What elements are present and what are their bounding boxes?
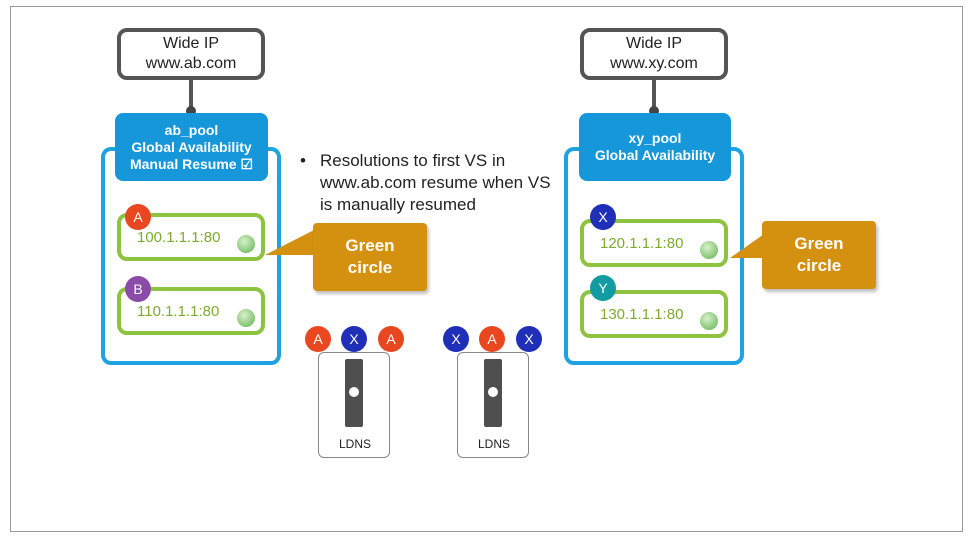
member-ip: 130.1.1.1:80 [600,306,684,323]
pool-mode: Global Availability [131,138,252,155]
member-ip: 110.1.1.1:80 [137,303,220,320]
callout-pointer [265,229,316,255]
callout-line1: Green [345,236,395,255]
pool-mode: Global Availability [594,147,716,163]
callout-line1: Green [794,234,844,253]
wide-ip-name: www.xy.com [610,55,698,72]
ldns2-badge-a: A [479,326,505,352]
pool-header-xy: xy_pool Global Availability [579,113,731,181]
callout-line2: circle [796,256,842,275]
ldns1-badge-x: X [341,326,367,352]
green-status-circle [237,235,255,253]
green-status-circle [237,309,255,327]
connector-knob [649,106,659,116]
ldns2-badge-x: X [516,326,542,352]
green-status-circle [700,312,718,330]
bullet-text: Resolutions to first VS in www.ab.com re… [320,151,551,214]
connector-knob [186,106,196,116]
wide-ip-box-xy: Wide IP www.xy.com [580,28,728,80]
ldns-label: LDNS [338,437,371,451]
member-badge-x: X [590,204,616,230]
ldns-label: LDNS [477,437,510,451]
callout-green-circle-right: Green circle [762,221,876,289]
member-ip: 120.1.1.1:80 [600,235,684,252]
ldns-server-2: LDNS [457,352,529,458]
wide-ip-title: Wide IP [625,35,682,52]
ldns1-badge-a: A [305,326,331,352]
ldns2-badge-x: X [443,326,469,352]
wide-ip-title: Wide IP [162,35,219,52]
ldns-server-1: LDNS [318,352,390,458]
member-badge-a: A [125,204,151,230]
pool-header-ab: ab_pool Global Availability Manual Resum… [115,113,268,181]
green-status-circle [700,241,718,259]
ldns-indicator [488,387,498,397]
member-badge-y: Y [590,275,616,301]
connector-line [652,80,656,114]
wide-ip-name: www.ab.com [145,55,237,72]
pool-name: xy_pool [628,130,682,146]
bullet-dot: • [300,151,306,170]
pool-name: ab_pool [164,121,219,138]
member-ip: 100.1.1.1:80 [137,229,221,246]
connector-line [189,80,193,114]
ldns-indicator [349,387,359,397]
member-badge-b: B [125,276,151,302]
callout-line2: circle [347,258,393,277]
wide-ip-box-ab: Wide IP www.ab.com [117,28,265,80]
pool-manual-resume: Manual Resume ☑ [129,155,254,172]
callout-pointer [730,234,764,258]
ldns1-badge-a: A [378,326,404,352]
callout-green-circle-left: Green circle [313,223,427,291]
